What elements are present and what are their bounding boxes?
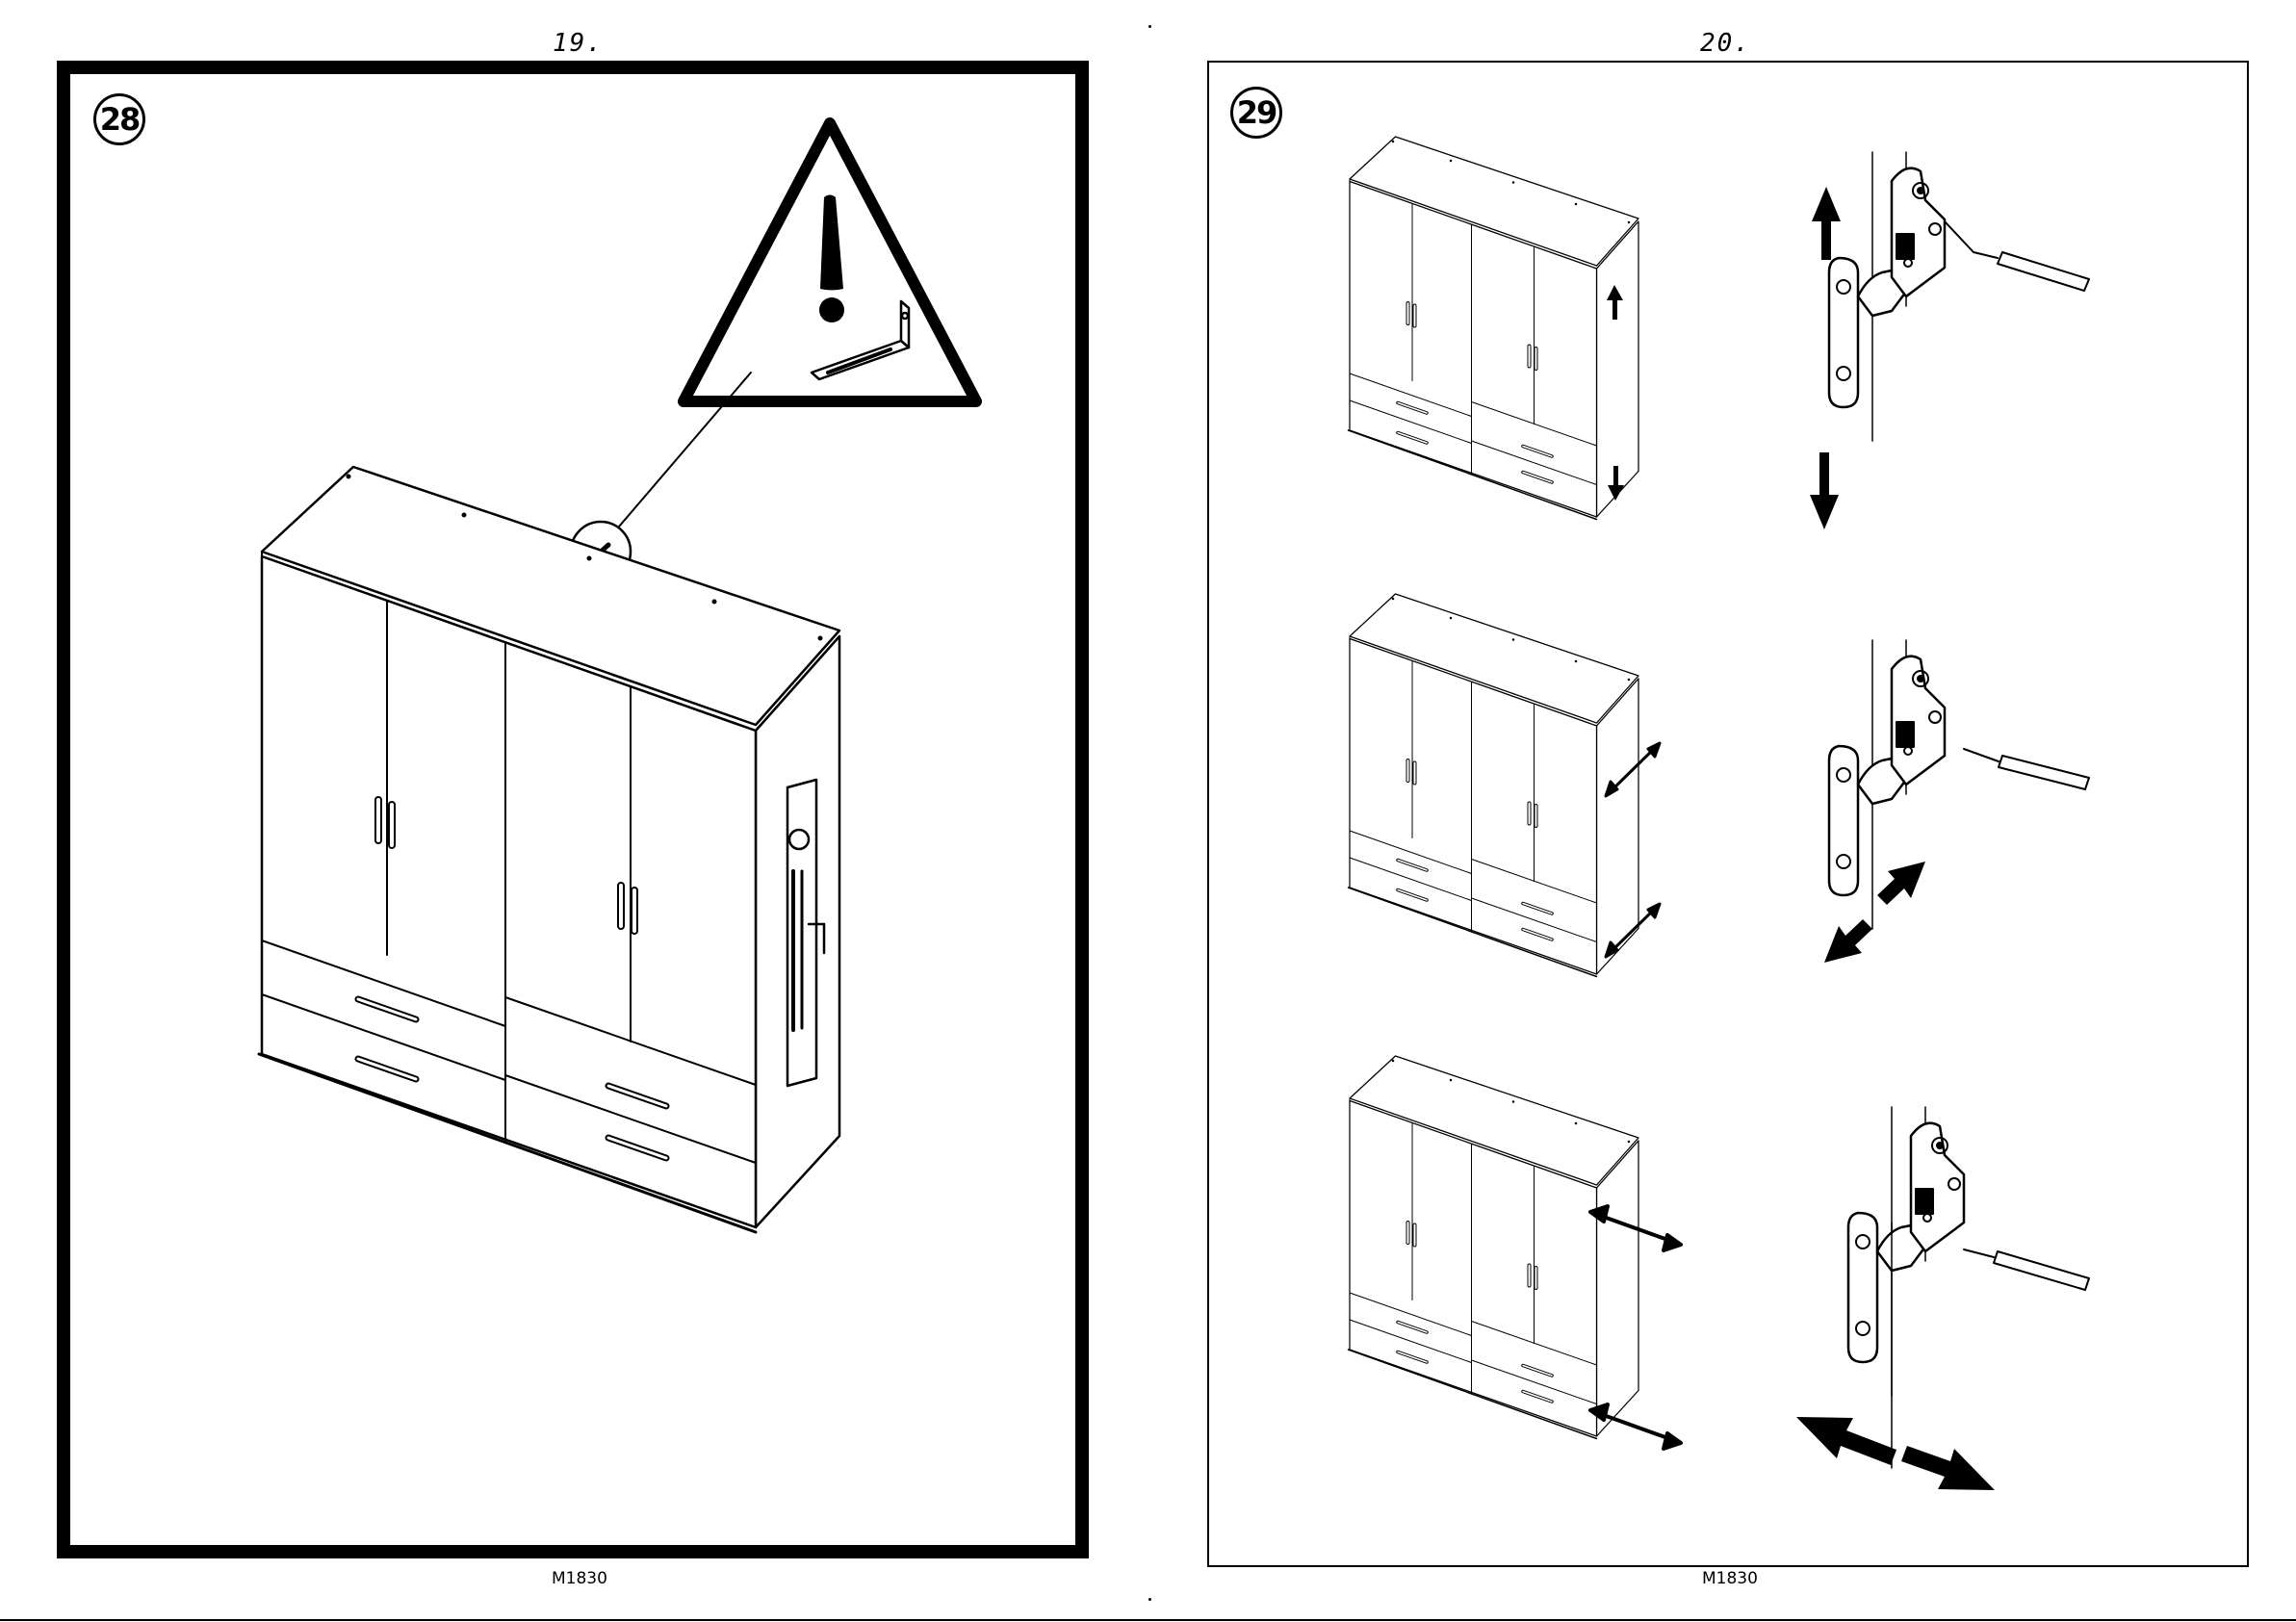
hinge-icon [1848, 1107, 1964, 1396]
screwdriver-icon [1964, 1249, 2089, 1290]
screwdriver-icon [1964, 749, 2089, 789]
wardrobe-side-adjust [1349, 1056, 1639, 1439]
wardrobe-vertical-adjust [1349, 137, 1639, 520]
hinge-icon [1829, 152, 1945, 441]
wardrobe-depth-adjust [1349, 594, 1639, 977]
warning-triangle-icon [684, 123, 976, 401]
hinge-icon [1829, 640, 1945, 929]
screwdriver-icon [1945, 221, 2089, 291]
arrow-icon [1796, 1417, 1995, 1490]
wardrobe-illustration [259, 467, 839, 1232]
